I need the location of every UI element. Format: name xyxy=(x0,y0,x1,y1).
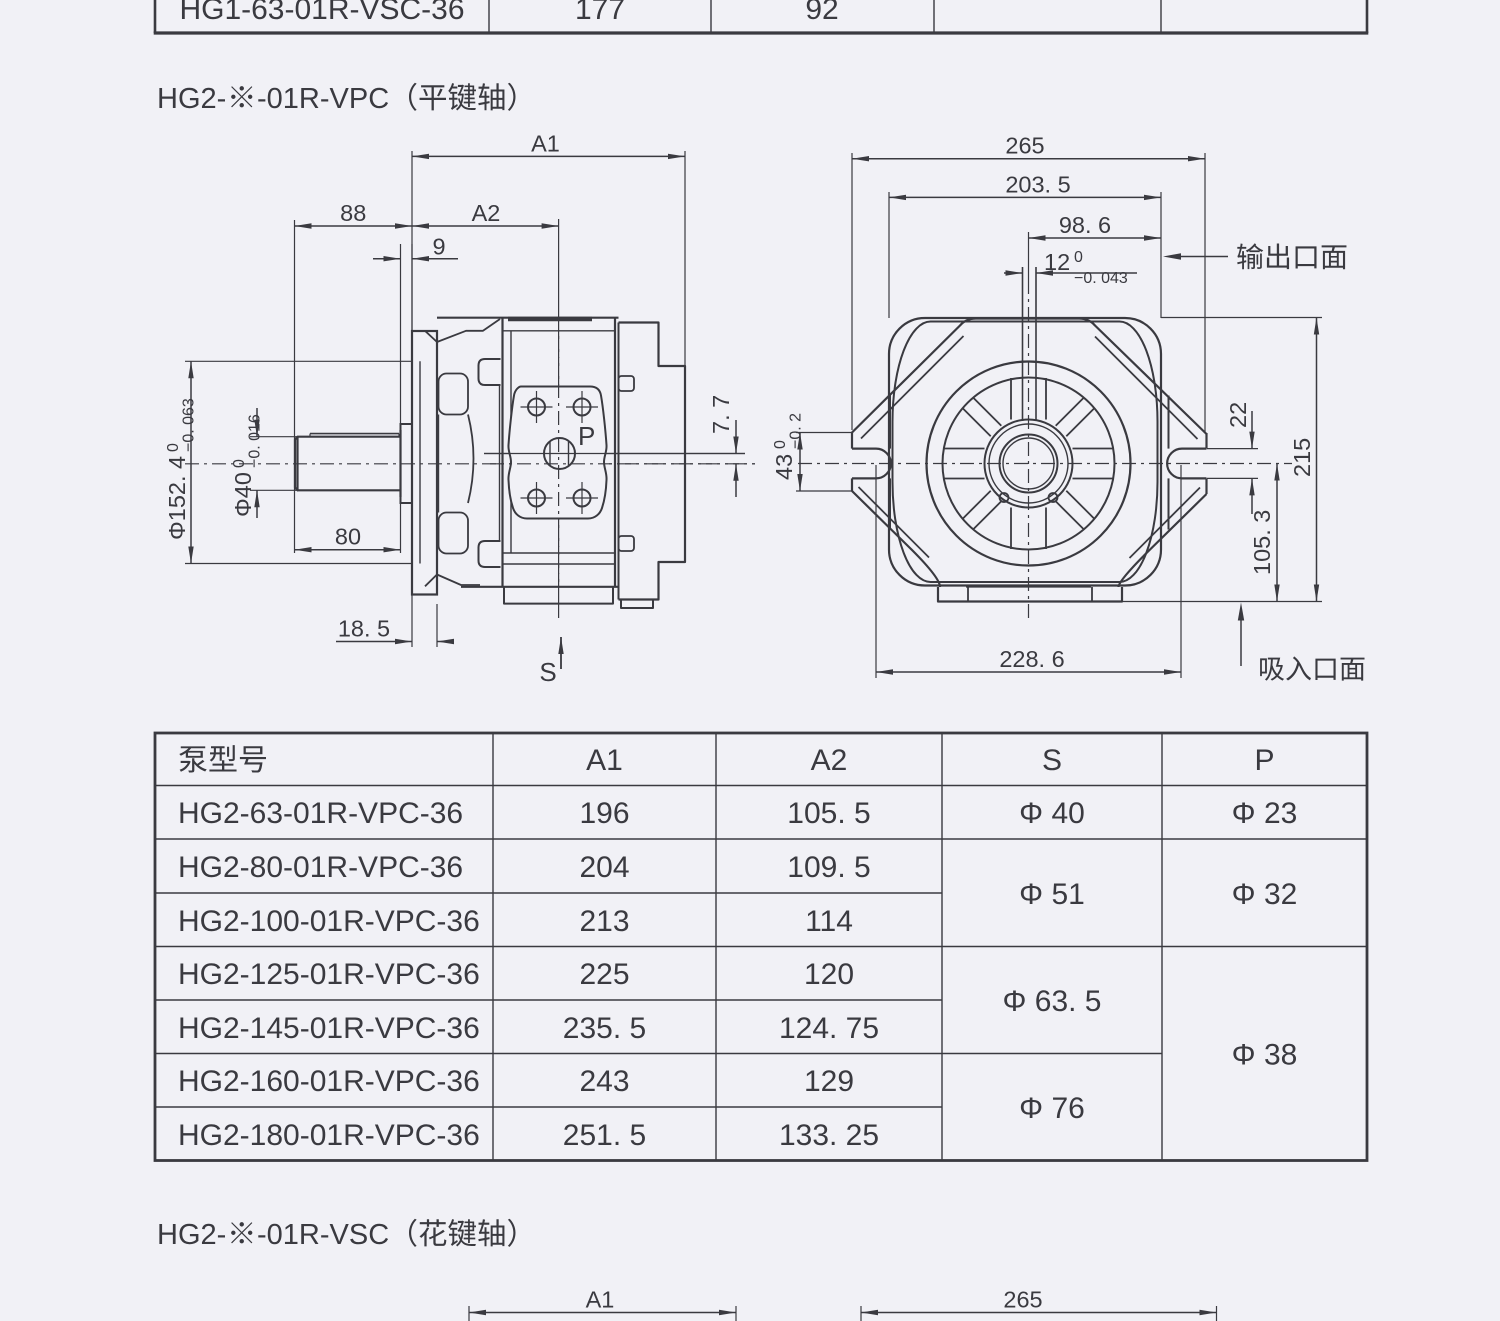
svg-text:P: P xyxy=(578,421,595,451)
svg-text:0: 0 xyxy=(165,443,182,452)
svg-text:A1: A1 xyxy=(586,1287,615,1313)
svg-text:225: 225 xyxy=(579,958,629,991)
svg-text:−0. 2: −0. 2 xyxy=(788,413,805,449)
svg-text:129: 129 xyxy=(804,1065,854,1098)
svg-text:HG1-63-01R-VSC-36: HG1-63-01R-VSC-36 xyxy=(179,0,464,26)
svg-text:S: S xyxy=(539,657,556,687)
svg-text:HG2-: HG2- xyxy=(157,1219,226,1251)
svg-text:80: 80 xyxy=(335,524,361,550)
svg-text:Φ 23: Φ 23 xyxy=(1232,797,1298,830)
svg-text:S: S xyxy=(1042,744,1062,777)
svg-text:133. 25: 133. 25 xyxy=(779,1119,879,1152)
svg-text:251. 5: 251. 5 xyxy=(563,1119,646,1152)
svg-text:HG2-100-01R-VPC-36: HG2-100-01R-VPC-36 xyxy=(178,905,480,938)
svg-text:114: 114 xyxy=(805,905,853,938)
svg-text:HG2-180-01R-VPC-36: HG2-180-01R-VPC-36 xyxy=(178,1119,480,1152)
svg-text:204: 204 xyxy=(579,851,629,884)
svg-text:9: 9 xyxy=(432,234,445,260)
svg-text:A2: A2 xyxy=(811,744,848,777)
svg-text:235. 5: 235. 5 xyxy=(563,1012,646,1045)
svg-text:92: 92 xyxy=(805,0,838,26)
svg-text:109. 5: 109. 5 xyxy=(787,851,870,884)
svg-text:213: 213 xyxy=(579,905,629,938)
svg-text:124. 75: 124. 75 xyxy=(779,1012,879,1045)
svg-text:HG2-125-01R-VPC-36: HG2-125-01R-VPC-36 xyxy=(178,958,480,991)
svg-text:88: 88 xyxy=(340,200,366,226)
svg-text:120: 120 xyxy=(804,958,854,991)
svg-text:A1: A1 xyxy=(586,744,623,777)
svg-text:Φ 63. 5: Φ 63. 5 xyxy=(1003,985,1102,1018)
svg-text:HG2-63-01R-VPC-36: HG2-63-01R-VPC-36 xyxy=(178,797,463,830)
svg-text:HG2-145-01R-VPC-36: HG2-145-01R-VPC-36 xyxy=(178,1012,480,1045)
svg-text:196: 196 xyxy=(579,797,629,830)
svg-text:265: 265 xyxy=(1003,1287,1042,1313)
svg-text:-01R-VPC: -01R-VPC xyxy=(257,83,389,115)
svg-text:203. 5: 203. 5 xyxy=(1005,171,1070,197)
svg-text:HG2-: HG2- xyxy=(157,83,226,115)
svg-text:−0. 043: −0. 043 xyxy=(1074,270,1128,287)
svg-text:18. 5: 18. 5 xyxy=(338,616,390,642)
svg-text:12: 12 xyxy=(1044,249,1070,275)
svg-text:7. 7: 7. 7 xyxy=(708,395,734,434)
svg-text:215: 215 xyxy=(1289,438,1315,477)
svg-text:P: P xyxy=(1254,744,1274,777)
svg-text:Φ152. 4: Φ152. 4 xyxy=(164,456,190,540)
svg-text:HG2-160-01R-VPC-36: HG2-160-01R-VPC-36 xyxy=(178,1065,480,1098)
svg-text:265: 265 xyxy=(1005,133,1044,159)
svg-text:Φ 32: Φ 32 xyxy=(1232,878,1298,911)
svg-text:-01R-VSC: -01R-VSC xyxy=(257,1219,389,1251)
svg-text:HG2-80-01R-VPC-36: HG2-80-01R-VPC-36 xyxy=(178,851,463,884)
svg-text:0: 0 xyxy=(1074,249,1083,266)
svg-text:Φ 76: Φ 76 xyxy=(1019,1092,1085,1125)
svg-text:177: 177 xyxy=(575,0,625,26)
svg-text:Φ 38: Φ 38 xyxy=(1232,1039,1298,1072)
svg-text:A1: A1 xyxy=(531,130,560,156)
svg-text:105. 3: 105. 3 xyxy=(1249,510,1275,575)
svg-text:A2: A2 xyxy=(472,200,501,226)
svg-text:98. 6: 98. 6 xyxy=(1059,212,1111,238)
svg-text:Φ 51: Φ 51 xyxy=(1019,878,1085,911)
svg-text:−0. 063: −0. 063 xyxy=(181,398,198,452)
svg-text:0: 0 xyxy=(772,440,789,449)
svg-text:Φ40: Φ40 xyxy=(230,472,256,517)
svg-text:−0. 016: −0. 016 xyxy=(247,414,264,468)
svg-text:22: 22 xyxy=(1225,402,1251,428)
svg-text:228. 6: 228. 6 xyxy=(999,646,1064,672)
svg-text:43: 43 xyxy=(771,454,797,480)
svg-text:243: 243 xyxy=(579,1065,629,1098)
svg-text:0: 0 xyxy=(231,459,248,468)
svg-text:Φ 40: Φ 40 xyxy=(1019,797,1085,830)
svg-text:105. 5: 105. 5 xyxy=(787,797,870,830)
